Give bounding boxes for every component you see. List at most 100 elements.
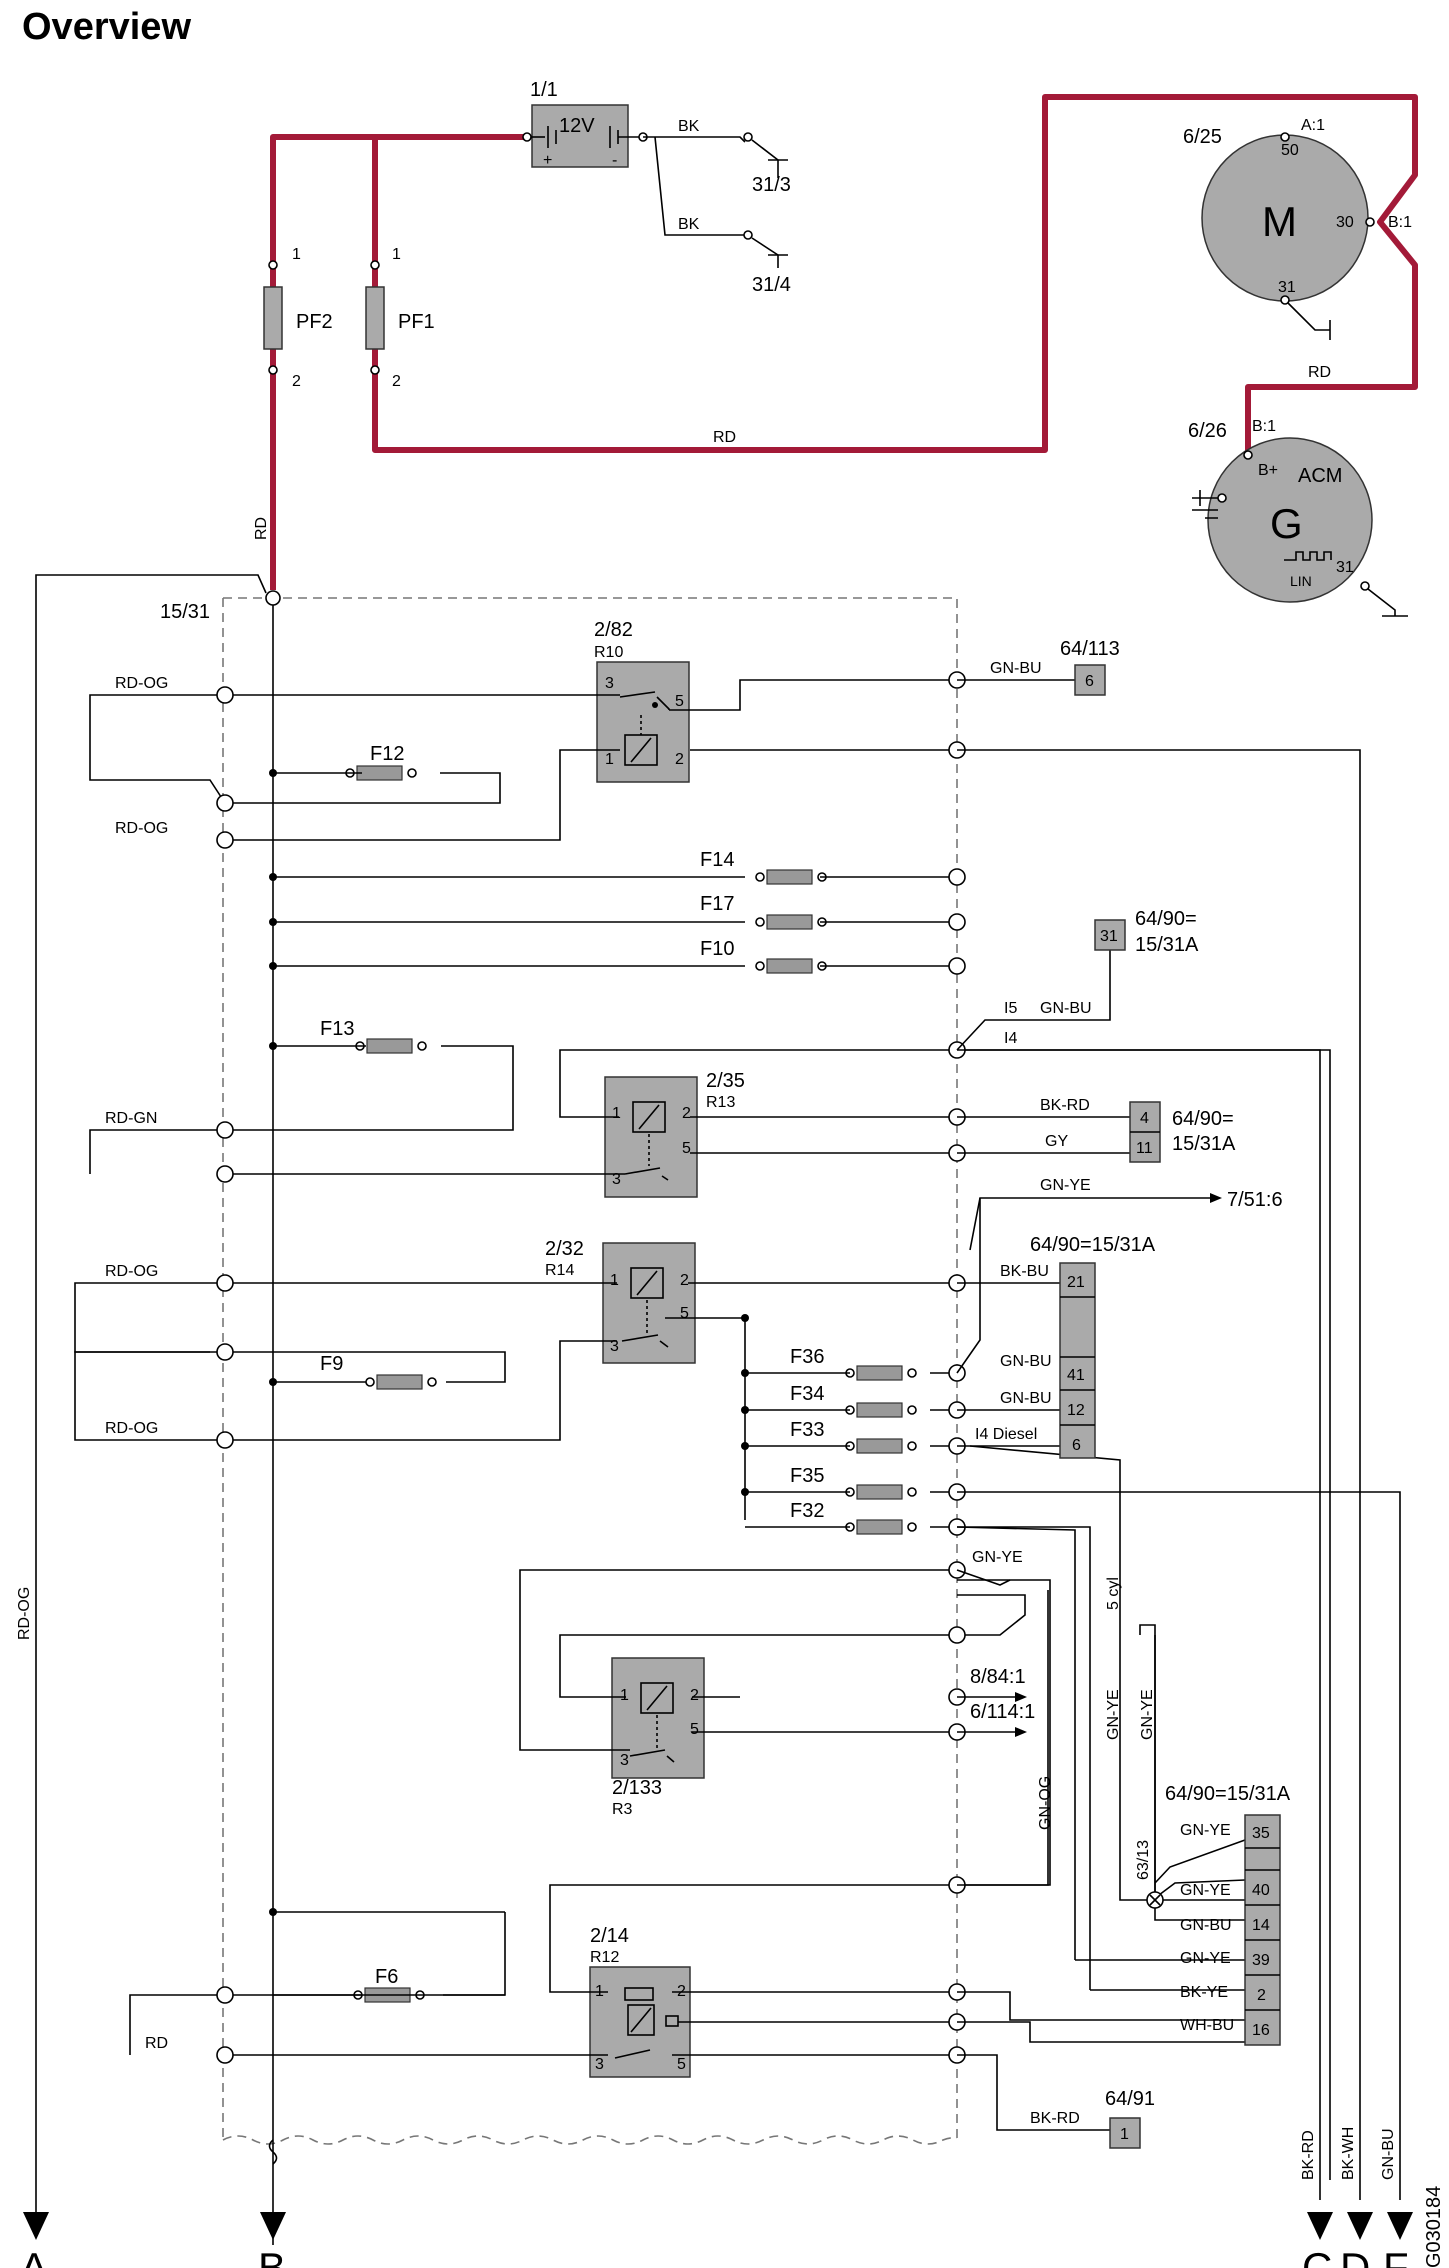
starter-pin-30: 30 [1336,214,1354,231]
fuse-label-f34: F34 [790,1383,824,1405]
svg-text:I4 Diesel: I4 Diesel [975,1426,1037,1443]
connector-64-91: 1 64/91 [1105,2088,1155,2149]
battery-wire-1: BK [678,118,700,135]
relay-r14: 2/32 R14 1 2 5 3 [545,1238,696,1364]
bus-junctions [269,769,749,1916]
svg-text:6/114:1: 6/114:1 [970,1701,1035,1723]
svg-text:3: 3 [620,1752,629,1769]
svg-text:GN-OG: GN-OG [1037,1776,1054,1830]
svg-text:5: 5 [675,693,684,710]
fuse-label-f9: F9 [320,1353,343,1375]
svg-text:1: 1 [620,1687,629,1704]
svg-text:I5: I5 [1004,1000,1017,1017]
fuse-label-f17: F17 [700,893,734,915]
starter-ref: 6/25 [1183,126,1222,148]
fuse-f13: F13 [320,1018,427,1054]
connector-64-113: 6 64/113 [1060,638,1120,696]
alternator-ref: 6/26 [1188,420,1227,442]
relay-r3-ref: 2/133 [612,1777,662,1799]
svg-text:BK-BU: BK-BU [1000,1263,1049,1280]
svg-text:8/84:1: 8/84:1 [970,1666,1026,1688]
svg-text:3: 3 [612,1171,621,1188]
svg-text:GN-YE: GN-YE [1180,1950,1231,1967]
alternator-bplus: B+ [1258,462,1278,479]
svg-text:2: 2 [680,1272,689,1289]
svg-text:RD-OG: RD-OG [105,1420,158,1437]
alternator-pin-31: 31 [1336,559,1354,576]
svg-text:5: 5 [680,1305,689,1322]
output-b: B [258,2244,286,2268]
alternator-lin: LIN [1290,573,1312,589]
starter-pin-50: 50 [1281,142,1299,159]
svg-text:39: 39 [1252,1952,1270,1969]
fuse-f36: F36 [790,1346,917,1381]
svg-text:BK-RD: BK-RD [1300,2130,1317,2180]
relay-r3-sub: R3 [612,1801,633,1818]
svg-text:GY: GY [1045,1133,1068,1150]
output-d: D [1340,2244,1370,2268]
wire-label-rd-alt: RD [1308,364,1331,381]
svg-text:16: 16 [1252,2022,1270,2039]
svg-text:BK-RD: BK-RD [1030,2110,1080,2127]
svg-text:5: 5 [690,1721,699,1738]
output-c: C [1302,2244,1332,2268]
output-f: F [1383,2244,1409,2268]
power-fuse-pf2: 1 2 PF2 [263,246,333,390]
svg-text:1: 1 [612,1105,621,1122]
starter-pin-31: 31 [1278,279,1296,296]
fuse-f17: F17 [700,893,827,930]
wire-label-rd-main: RD [713,429,736,446]
fuse-f35: F35 [790,1465,917,1500]
svg-text:11: 11 [1136,1140,1153,1157]
svg-text:GN-YE: GN-YE [1040,1177,1091,1194]
svg-text:GN-BU: GN-BU [1380,2128,1397,2180]
svg-text:1: 1 [1120,2126,1129,2143]
svg-text:64/91: 64/91 [1105,2088,1155,2110]
svg-text:GN-YE: GN-YE [972,1549,1023,1566]
fuse-label-f35: F35 [790,1465,824,1487]
fuse-f9: F9 [320,1353,437,1390]
outputs-cdf: C D F [1302,2212,1413,2268]
starter-motor: M 6/25 A:1 50 30 B:1 31 [1183,117,1412,340]
power-fuse-pf1: 1 2 PF1 [365,246,435,390]
battery-wire-2: BK [678,216,700,233]
output-a: A [20,2244,48,2268]
svg-text:6: 6 [1085,673,1094,690]
connector-64-90a: 31 64/90= 15/31A [1094,908,1199,956]
ground-31-4: 31/4 [752,274,791,296]
battery-voltage: 12V [559,115,595,137]
svg-text:15/31A: 15/31A [1172,1133,1236,1155]
pf2-pin-2: 2 [292,373,301,390]
battery-minus: - [612,152,617,169]
relay-r12-ref: 2/14 [590,1925,629,1947]
battery-1-1: 1/1 12V + - BK BK 31/3 31/4 [522,79,791,296]
svg-text:RD-OG: RD-OG [115,820,168,837]
svg-text:3: 3 [605,675,614,692]
fuse-label-f14: F14 [700,849,734,871]
svg-text:I4: I4 [1004,1030,1017,1047]
pf1-label: PF1 [398,311,435,333]
main-power-wiring [270,94,1418,590]
alternator-pin-b: B:1 [1252,418,1276,435]
fuse-f33: F33 [790,1419,917,1454]
svg-text:2: 2 [682,1105,691,1122]
svg-text:63/13: 63/13 [1135,1840,1152,1880]
fuse-label-f10: F10 [700,938,734,960]
svg-text:3: 3 [595,2056,604,2073]
external-wiring [956,679,1401,2200]
svg-text:RD-OG: RD-OG [105,1263,158,1280]
central-unit-ref: 15/31 [160,601,210,623]
svg-text:GN-YE: GN-YE [1180,1822,1231,1839]
svg-text:GN-BU: GN-BU [1000,1353,1052,1370]
svg-text:7/51:6: 7/51:6 [1227,1189,1283,1211]
relay-r10-sub: R10 [594,644,623,661]
svg-text:GN-BU: GN-BU [1040,1000,1092,1017]
battery-ref: 1/1 [530,79,558,101]
svg-text:GN-YE: GN-YE [1139,1689,1156,1740]
relay-r3: 2/133 R3 1 2 5 3 [611,1657,705,1818]
wire-label-rd-og-a: RD-OG [16,1587,33,1640]
central-unit-15-31: 15/31 [160,597,958,2145]
svg-text:BK-WH: BK-WH [1340,2127,1357,2180]
